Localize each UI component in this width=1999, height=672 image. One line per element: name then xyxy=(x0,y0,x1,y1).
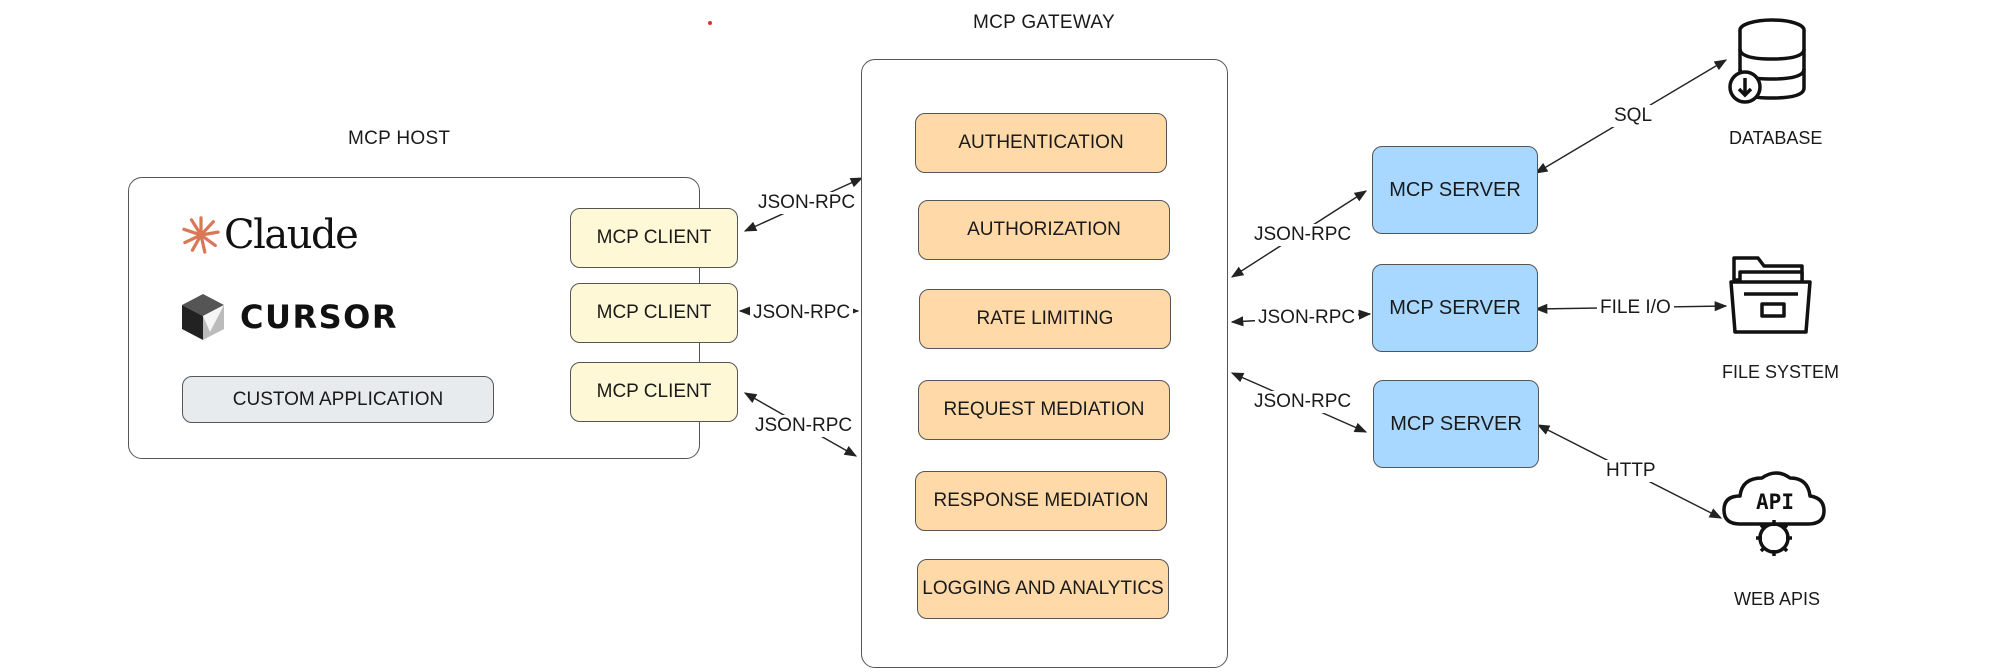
mcp-client-2: MCP CLIENT xyxy=(570,283,738,343)
cursor-logo: CURSOR xyxy=(180,292,398,342)
claude-sunburst-icon xyxy=(182,216,220,254)
server-link-label-3: JSON-RPC xyxy=(1251,391,1355,413)
api-glyph: API xyxy=(1756,490,1794,514)
resource-link-label-file: FILE I/O xyxy=(1597,297,1674,319)
gateway-module-response-mediation: RESPONSE MEDIATION xyxy=(915,471,1167,531)
api-cloud-icon: API xyxy=(1722,471,1826,556)
cursor-wordmark: CURSOR xyxy=(240,298,398,336)
server-link-label-1: JSON-RPC xyxy=(1251,224,1355,246)
gateway-module-logging-analytics: LOGGING AND ANALYTICS xyxy=(917,559,1169,619)
mcp-client-1: MCP CLIENT xyxy=(570,208,738,268)
mcp-client-3: MCP CLIENT xyxy=(570,362,738,422)
database-label: DATABASE xyxy=(1729,128,1823,148)
resource-link-label-sql: SQL xyxy=(1611,105,1656,127)
custom-application-box: CUSTOM APPLICATION xyxy=(182,376,494,423)
stray-dot xyxy=(708,21,712,25)
server-link-label-2: JSON-RPC xyxy=(1255,307,1359,329)
gateway-title: MCP GATEWAY xyxy=(973,12,1115,33)
resource-link-label-http: HTTP xyxy=(1603,460,1659,482)
host-title: MCP HOST xyxy=(348,128,451,149)
database-icon xyxy=(1728,18,1806,104)
client-link-label-2: JSON-RPC xyxy=(750,302,854,324)
client-link-label-3: JSON-RPC xyxy=(752,415,856,437)
filesystem-label: FILE SYSTEM xyxy=(1722,362,1840,382)
gateway-module-authorization: AUTHORIZATION xyxy=(918,200,1170,260)
webapi-label: WEB APIS xyxy=(1734,589,1821,609)
client-link-label-1: JSON-RPC xyxy=(755,192,859,214)
gateway-module-rate-limiting: RATE LIMITING xyxy=(919,289,1171,349)
gateway-module-request-mediation: REQUEST MEDIATION xyxy=(918,380,1170,440)
claude-wordmark: Claude xyxy=(224,212,359,258)
gateway-module-authentication: AUTHENTICATION xyxy=(915,113,1167,173)
folder-icon xyxy=(1729,256,1812,334)
mcp-server-filesystem: MCP SERVER xyxy=(1372,264,1538,352)
claude-logo: Claude xyxy=(182,212,359,258)
mcp-server-webapi: MCP SERVER xyxy=(1373,380,1539,468)
cursor-cube-icon xyxy=(182,294,224,340)
mcp-server-database: MCP SERVER xyxy=(1372,146,1538,234)
